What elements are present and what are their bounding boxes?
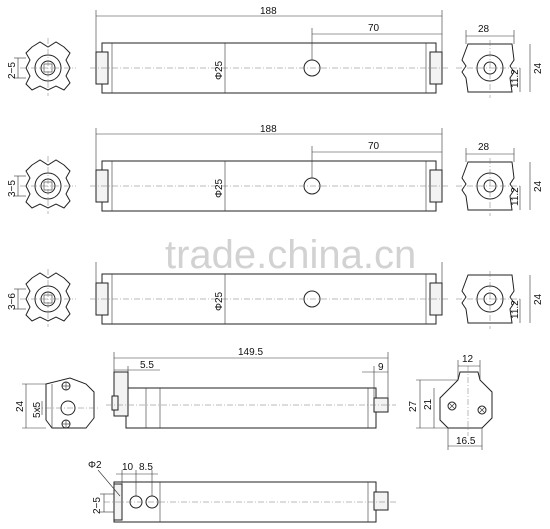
row-2-diameter: Φ25 xyxy=(214,178,225,198)
row-3-end-height: 24 xyxy=(533,293,544,305)
row-3: 3−6 Φ25 24 11.2 xyxy=(7,262,544,329)
row-1-end-width: 28 xyxy=(478,24,490,35)
row-3-tube: Φ25 xyxy=(90,262,448,325)
lower-left-offset: 5.5 xyxy=(140,360,154,371)
row-2-end-width: 28 xyxy=(478,142,490,153)
row-1-end-view-right: 28 24 11.2 xyxy=(456,24,544,98)
lower-end-top: 12 xyxy=(462,354,474,365)
row-3-end-offset: 11.2 xyxy=(510,300,521,319)
row-2: 3−5 Φ25 188 70 xyxy=(7,124,544,216)
row-1-tube: Φ25 188 70 xyxy=(90,6,448,94)
row-2-end-offset: 11.2 xyxy=(510,187,521,206)
row-2-side-label: 3−5 xyxy=(7,180,18,197)
lower-left-height: 24 xyxy=(15,400,26,412)
row-2-end-cap-left: 3−5 xyxy=(7,156,76,214)
lower-end-height: 27 xyxy=(408,400,419,412)
bottom-dim-1: 10 xyxy=(122,462,134,473)
row-1-end-offset: 11.2 xyxy=(510,69,521,88)
row-1-end-height: 24 xyxy=(533,62,544,74)
row-1-offset: 70 xyxy=(368,23,380,34)
row-2-tube: Φ25 188 70 xyxy=(90,124,448,212)
bottom-dim-2: 8.5 xyxy=(139,462,153,473)
bottom-hole: Φ2 xyxy=(88,460,102,471)
row-1-side-label: 2−5 xyxy=(7,62,18,79)
row-1-end-cap-left: 2−5 xyxy=(7,38,76,96)
row-1-diameter: Φ25 xyxy=(214,60,225,80)
watermark: trade.china.cn xyxy=(165,233,416,277)
lower-length: 149.5 xyxy=(238,347,263,358)
row-2-end-view-right: 28 24 11.2 xyxy=(456,142,544,216)
row-3-end-view-right: 24 11.2 xyxy=(456,271,544,329)
lower-end-view-left: 24 5x5 xyxy=(15,377,100,429)
row-3-side-label: 3−6 xyxy=(7,293,18,310)
lower-end-mid: 21 xyxy=(423,398,434,410)
lower-end-bottom: 16.5 xyxy=(456,436,476,447)
lower-tube-assembly: 24 5x5 149.5 5.5 9 xyxy=(15,347,493,450)
lower-right-offset: 9 xyxy=(378,362,384,373)
lower-left-slot: 5x5 xyxy=(32,401,43,418)
bottom-tube-assembly: Φ2 10 8.5 2−5 xyxy=(88,460,396,523)
lower-tube: 149.5 5.5 9 xyxy=(106,347,396,429)
row-1-length: 188 xyxy=(260,6,277,17)
lower-end-view-right: 12 27 21 16.5 xyxy=(408,354,493,450)
row-3-diameter: Φ25 xyxy=(214,291,225,311)
row-3-end-cap-left: 3−6 xyxy=(7,269,76,327)
row-2-length: 188 xyxy=(260,124,277,135)
bottom-side-label: 2−5 xyxy=(92,497,103,514)
row-1: 2−5 Φ25 188 70 xyxy=(7,6,544,98)
row-2-offset: 70 xyxy=(368,141,380,152)
row-2-end-height: 24 xyxy=(533,180,544,192)
